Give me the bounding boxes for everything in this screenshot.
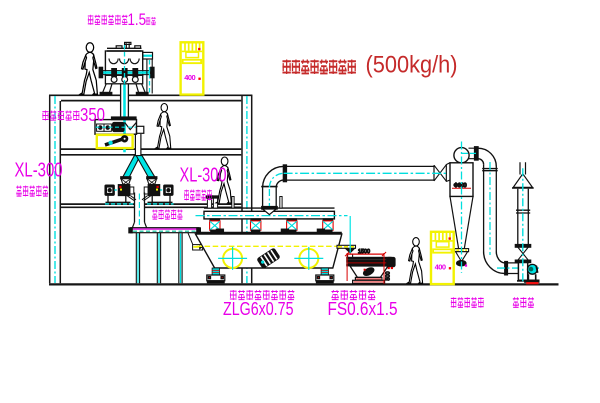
svg-text:(500kg/h): (500kg/h): [366, 51, 458, 78]
svg-text:1500: 1500: [358, 249, 370, 255]
svg-text:ZLG6x0.75: ZLG6x0.75: [223, 298, 294, 319]
svg-text:FS0.6x1.5: FS0.6x1.5: [328, 298, 398, 319]
svg-text:1.5: 1.5: [128, 11, 147, 29]
svg-text:XL-300: XL-300: [15, 160, 63, 182]
svg-text:Φ600: Φ600: [454, 183, 467, 189]
svg-text:500: 500: [385, 272, 391, 281]
svg-text:350: 350: [80, 105, 105, 125]
svg-text:XL-300: XL-300: [180, 165, 227, 187]
